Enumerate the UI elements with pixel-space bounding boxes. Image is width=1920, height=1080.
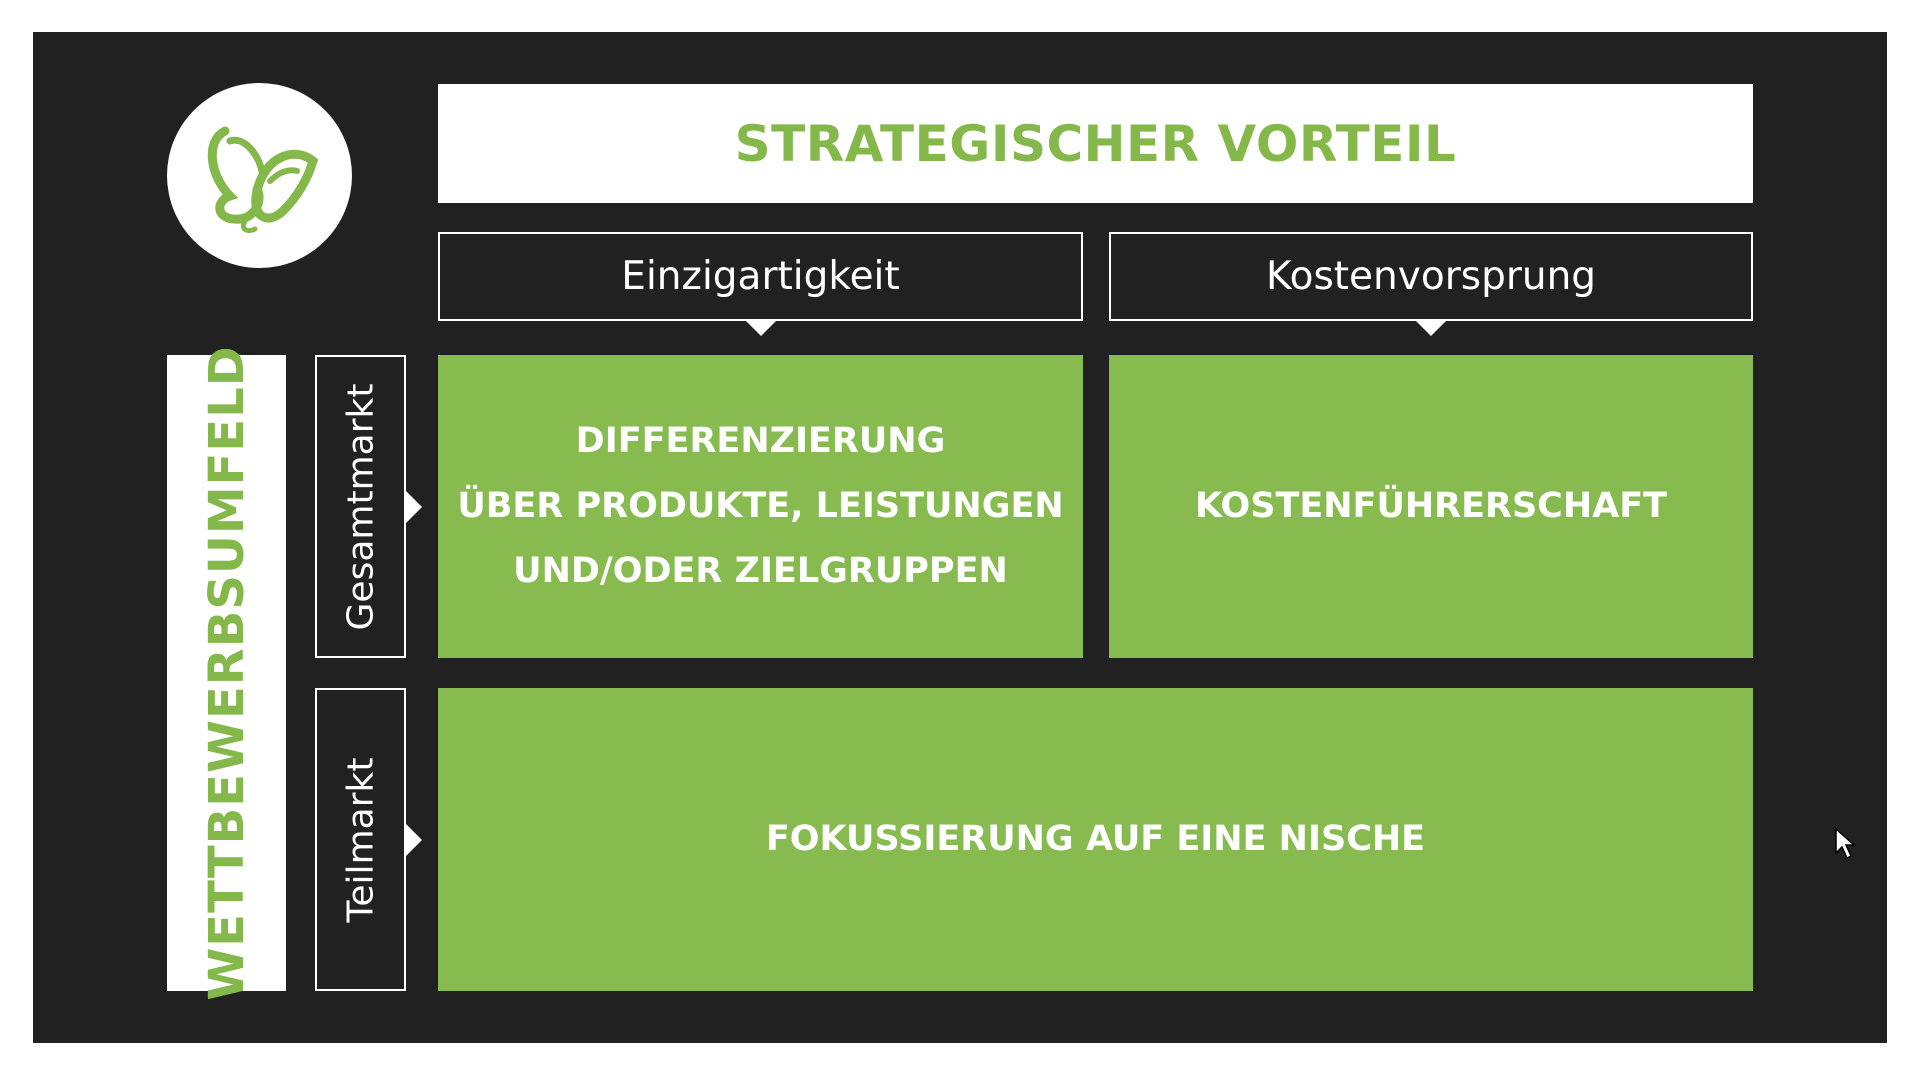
column-header-kostenvorsprung: Kostenvorsprung	[1109, 232, 1753, 336]
cell-kostenfuehrerschaft: KOSTENFÜHRERSCHAFT	[1109, 355, 1753, 658]
slide-canvas: STRATEGISCHER VORTEIL Einzigartigkeit Ko…	[33, 32, 1887, 1043]
column-header-label: Kostenvorsprung	[1265, 254, 1597, 299]
row-header-teilmarkt: Teilmarkt	[315, 688, 422, 991]
column-header-label: Einzigartigkeit	[621, 254, 900, 299]
cell-differenzierung: DIFFERENZIERUNG ÜBER PRODUKTE, LEISTUNGE…	[438, 355, 1083, 658]
title-banner: STRATEGISCHER VORTEIL	[438, 84, 1753, 203]
cell-differenzierung-text: DIFFERENZIERUNG ÜBER PRODUKTE, LEISTUNGE…	[457, 409, 1063, 604]
row-header-label: Teilmarkt	[340, 757, 381, 922]
column-header-einzigartigkeit: Einzigartigkeit	[438, 232, 1083, 336]
cell-fokussierung-text: FOKUSSIERUNG AUF EINE NISCHE	[765, 819, 1426, 859]
axis-label-wettbewerbsumfeld: WETTBEWERBSUMFELD	[198, 345, 255, 1001]
cell-line: DIFFERENZIERUNG	[575, 421, 946, 461]
butterfly-logo-icon	[167, 83, 352, 268]
axis-label-box: WETTBEWERBSUMFELD	[167, 345, 286, 1001]
down-arrow-icon	[1415, 320, 1447, 336]
row-header-label: Gesamtmarkt	[340, 383, 381, 630]
row-header-gesamtmarkt: Gesamtmarkt	[315, 355, 422, 658]
cell-line: UND/ODER ZIELGRUPPEN	[513, 551, 1008, 591]
cell-kostenfuehrerschaft-text: KOSTENFÜHRERSCHAFT	[1194, 486, 1668, 526]
cell-fokussierung: FOKUSSIERUNG AUF EINE NISCHE	[438, 688, 1753, 991]
diagram-title: STRATEGISCHER VORTEIL	[734, 114, 1457, 173]
right-arrow-icon	[405, 489, 422, 524]
down-arrow-icon	[744, 320, 777, 336]
mouse-pointer-icon	[1834, 827, 1858, 865]
cell-line: ÜBER PRODUKTE, LEISTUNGEN	[457, 486, 1064, 526]
right-arrow-icon	[405, 822, 422, 857]
